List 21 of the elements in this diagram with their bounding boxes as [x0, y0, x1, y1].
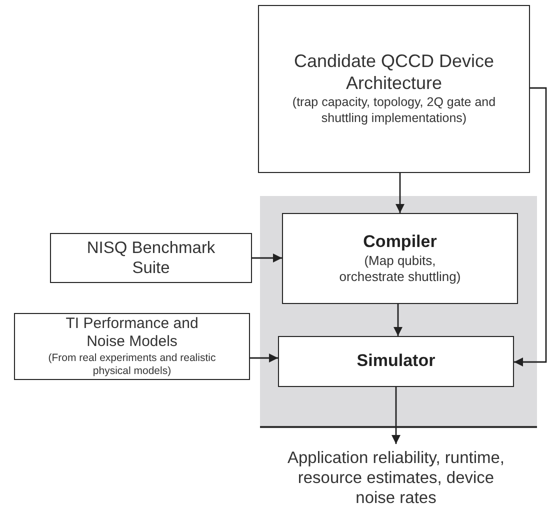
panel-background	[260, 196, 537, 428]
node-description: (From real experiments and realistic physical models)	[47, 352, 217, 378]
output-text: Application reliability, runtime, resource estimates, device noise rates	[286, 448, 506, 508]
node-title: Compiler	[362, 232, 438, 253]
node-title: Candidate QCCD Device Architecture	[292, 51, 496, 96]
arrow	[396, 173, 404, 213]
process-box	[282, 213, 518, 304]
arrow	[252, 254, 282, 262]
process-box	[50, 233, 252, 283]
arrow	[514, 87, 547, 366]
node-description: (trap capacity, topology, 2Q gate and shuttling implementations)	[291, 95, 497, 127]
node-title: TI Performance and Noise Models	[64, 315, 200, 352]
arrow	[394, 304, 402, 336]
node-title: Simulator	[356, 351, 436, 372]
process-box	[258, 5, 530, 173]
process-box	[14, 313, 250, 380]
node-title: NISQ Benchmark Suite	[86, 238, 216, 278]
node-description: (Map qubits, orchestrate shuttling)	[338, 252, 462, 286]
arrow	[250, 354, 278, 362]
process-box	[278, 336, 514, 387]
arrow	[392, 387, 400, 444]
